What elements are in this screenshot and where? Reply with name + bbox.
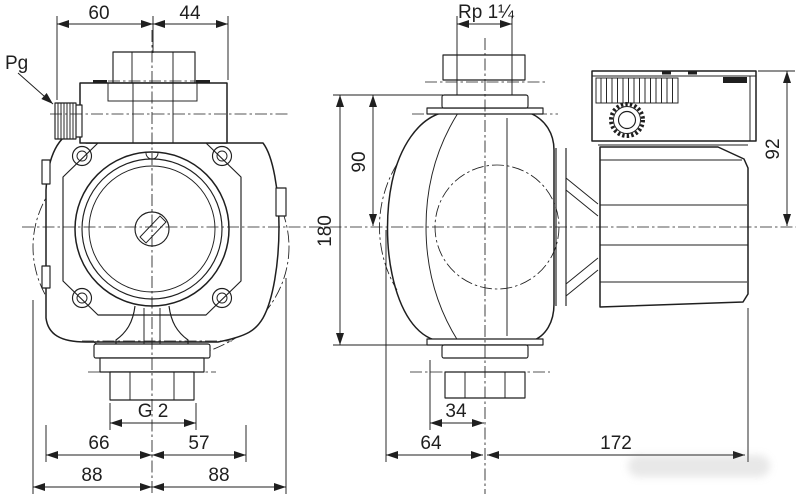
dim-label-88-right: 88 xyxy=(208,465,229,486)
dim-label-57: 57 xyxy=(188,433,209,454)
dim-label-88-left: 88 xyxy=(81,465,102,486)
dim-label-180: 180 xyxy=(315,215,336,247)
cable-gland xyxy=(54,102,83,140)
dim-label-90: 90 xyxy=(349,151,370,172)
housing-side-tab xyxy=(41,265,51,289)
centerlines xyxy=(22,30,796,494)
box-detail xyxy=(688,71,697,75)
front-view xyxy=(32,51,290,401)
dim-label-44: 44 xyxy=(179,3,201,24)
dim-label-g2: G 2 xyxy=(138,401,169,422)
housing-side-tab xyxy=(275,187,287,217)
dim-label-64: 64 xyxy=(420,433,442,454)
dim-label-172: 172 xyxy=(600,433,632,454)
dimensions: Pg 60 44 Rp 1¼ 180 90 92 G 2 66 57 88 88… xyxy=(5,2,795,494)
housing-side-tab xyxy=(41,159,51,185)
dim-label-66: 66 xyxy=(88,433,109,454)
watermark xyxy=(628,455,770,477)
speed-selector-knob[interactable] xyxy=(609,102,645,138)
box-detail xyxy=(723,77,747,83)
terminal-box-front xyxy=(79,80,228,144)
terminal-box-side xyxy=(591,70,757,146)
dim-label-34: 34 xyxy=(445,401,467,422)
cable-gland-label: Pg xyxy=(5,53,28,74)
dim-label-92: 92 xyxy=(763,138,784,159)
box-detail xyxy=(662,71,671,75)
volute-casing xyxy=(379,112,560,342)
vent-slots xyxy=(595,77,679,104)
port-hex xyxy=(442,54,526,81)
flange-bolts xyxy=(71,145,233,309)
dim-label-60: 60 xyxy=(88,3,109,24)
pg-leader: Pg xyxy=(5,53,54,105)
top-port-front xyxy=(112,51,196,84)
dim-label-rp: Rp 1¼ xyxy=(458,2,515,23)
side-view xyxy=(379,54,757,399)
